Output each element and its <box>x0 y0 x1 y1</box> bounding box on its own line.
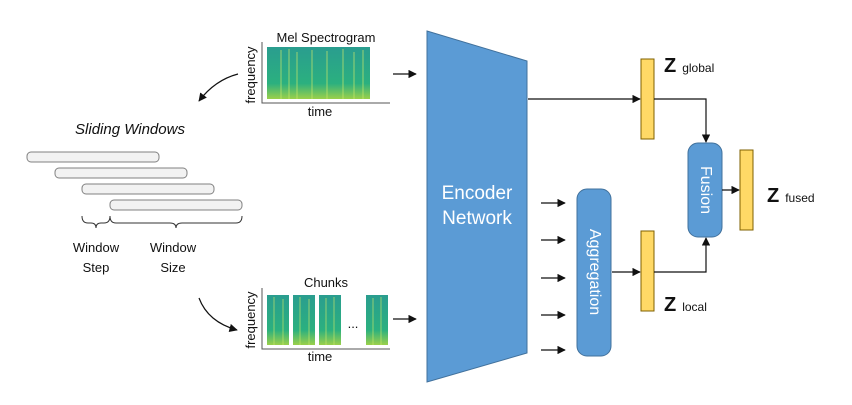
chunks-panel: Chunks ... frequency time <box>243 275 390 364</box>
encoder-network: Encoder Network <box>426 30 528 383</box>
window-bar-2 <box>54 167 188 179</box>
mel-spectrogram-image <box>267 47 370 99</box>
chunk-2 <box>293 295 315 345</box>
mel-xlabel: time <box>308 104 333 119</box>
chunks-xlabel: time <box>308 349 333 364</box>
chunks-axis <box>261 288 390 350</box>
chunks-title: Chunks <box>304 275 349 290</box>
z-fused-vector <box>739 149 754 231</box>
mel-ylabel: frequency <box>243 46 258 104</box>
encoder-label-2: Network <box>442 208 512 229</box>
encoder-label-1: Encoder <box>442 183 513 204</box>
z-global-vector <box>640 58 655 140</box>
z-local-vector <box>640 230 655 312</box>
window-size-label-1: Window <box>150 240 197 255</box>
chunk-4 <box>366 295 388 345</box>
curved-arrow-top <box>198 73 239 102</box>
mel-spectrogram-streaks <box>280 49 364 99</box>
chunk-streaks <box>273 297 382 345</box>
arrow-zlocal-to-fusion <box>654 237 711 273</box>
sliding-windows-panel: Sliding Windows Window Step Window Size <box>26 121 243 275</box>
mel-spectrogram-panel: Mel Spectrogram frequency time <box>243 30 390 119</box>
curved-arrow-bottom <box>198 297 238 333</box>
aggregation-shape <box>576 188 612 357</box>
window-step-label-1: Window <box>73 240 120 255</box>
encoder-shape <box>426 30 528 383</box>
sliding-windows-title: Sliding Windows <box>75 121 185 138</box>
mel-axis <box>261 42 390 104</box>
window-step-brace <box>81 215 111 229</box>
arrow-zglobal-to-fusion <box>654 98 711 143</box>
window-bar-3 <box>81 183 215 195</box>
fusion-label: Fusion <box>697 166 714 214</box>
window-size-label-2: Size <box>160 260 185 275</box>
window-size-brace <box>109 215 243 229</box>
mel-spectrogram-title: Mel Spectrogram <box>277 30 376 45</box>
window-step-label-2: Step <box>83 260 110 275</box>
aggregation-label: Aggregation <box>586 229 603 315</box>
chunk-1 <box>267 295 289 345</box>
window-bar-1 <box>26 151 160 163</box>
chunks-ellipsis: ... <box>348 316 359 331</box>
chunk-3 <box>319 295 341 345</box>
aggregation-block: Aggregation <box>576 188 612 357</box>
arrows-encoder-to-aggregation <box>541 198 566 355</box>
window-bar-4 <box>109 199 243 211</box>
chunks-ylabel: frequency <box>243 291 258 349</box>
fusion-block: Fusion <box>687 142 723 238</box>
